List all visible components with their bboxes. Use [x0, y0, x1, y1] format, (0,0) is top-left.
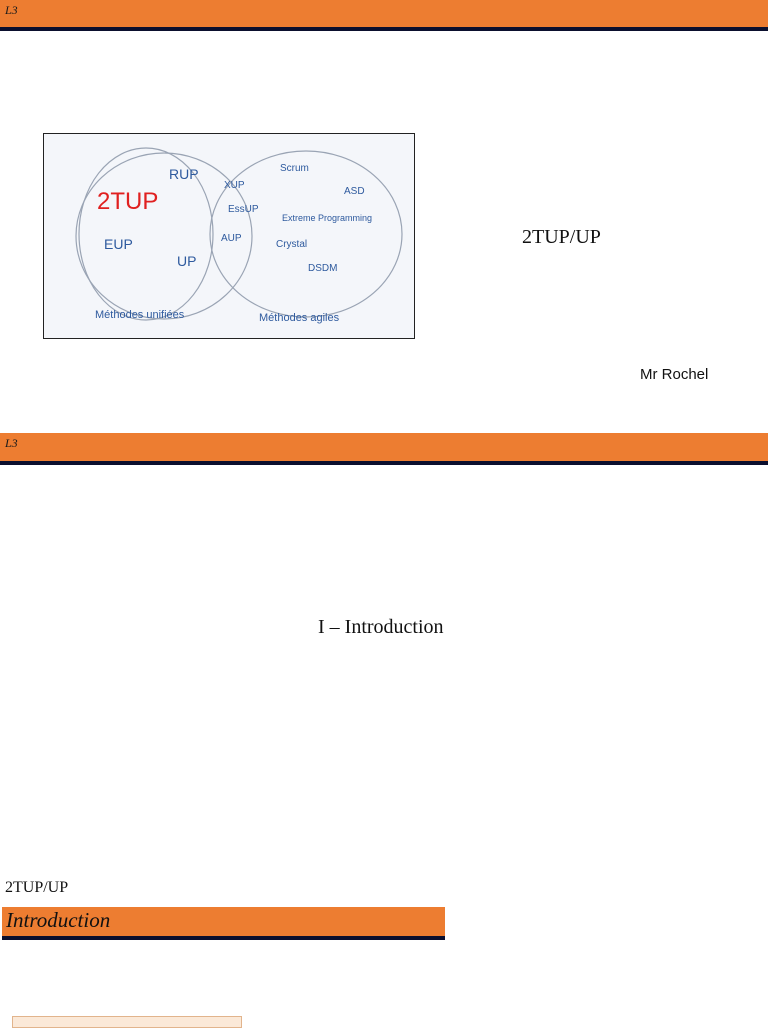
- venn-item-scrum: Scrum: [280, 163, 309, 174]
- slide3-top-label: 2TUP/UP: [5, 879, 69, 896]
- section-title-bar: Introduction: [2, 907, 445, 940]
- venn-diagram: RUP 2TUP EUP UP XUP EssUP AUP Scrum ASD …: [43, 133, 415, 339]
- venn-item-2tup: 2TUP: [97, 188, 158, 215]
- section-title: Introduction: [6, 908, 111, 932]
- venn-item-essup: EssUP: [228, 204, 259, 215]
- slide2-header-bar: L3: [0, 433, 768, 465]
- venn-item-xp: Extreme Programming: [282, 213, 372, 223]
- venn-item-up: UP: [177, 253, 196, 269]
- slide2-header-label: L3: [5, 436, 18, 450]
- venn-item-aup: AUP: [221, 233, 242, 244]
- venn-item-dsdm: DSDM: [308, 263, 337, 274]
- unified-methods-circle: [78, 147, 214, 321]
- venn-caption-unified: Méthodes unifiées: [95, 309, 185, 321]
- slide1-title: 2TUP/UP: [522, 226, 601, 248]
- venn-item-asd: ASD: [344, 186, 365, 197]
- venn-item-xup: XUP: [224, 180, 245, 191]
- agile-methods-circle: [209, 150, 403, 318]
- venn-item-rup: RUP: [169, 166, 199, 182]
- unified-methods-circle-outline: [75, 152, 253, 320]
- slide1-header-bar: L3: [0, 0, 768, 31]
- venn-caption-agile: Méthodes agiles: [259, 312, 340, 324]
- slide2-title: I – Introduction: [318, 616, 444, 638]
- author-name: Mr Rochel: [640, 366, 709, 383]
- venn-item-eup: EUP: [104, 236, 133, 252]
- content-card: [12, 1016, 242, 1028]
- slide1-header-label: L3: [5, 3, 18, 17]
- venn-item-crystal: Crystal: [276, 239, 307, 250]
